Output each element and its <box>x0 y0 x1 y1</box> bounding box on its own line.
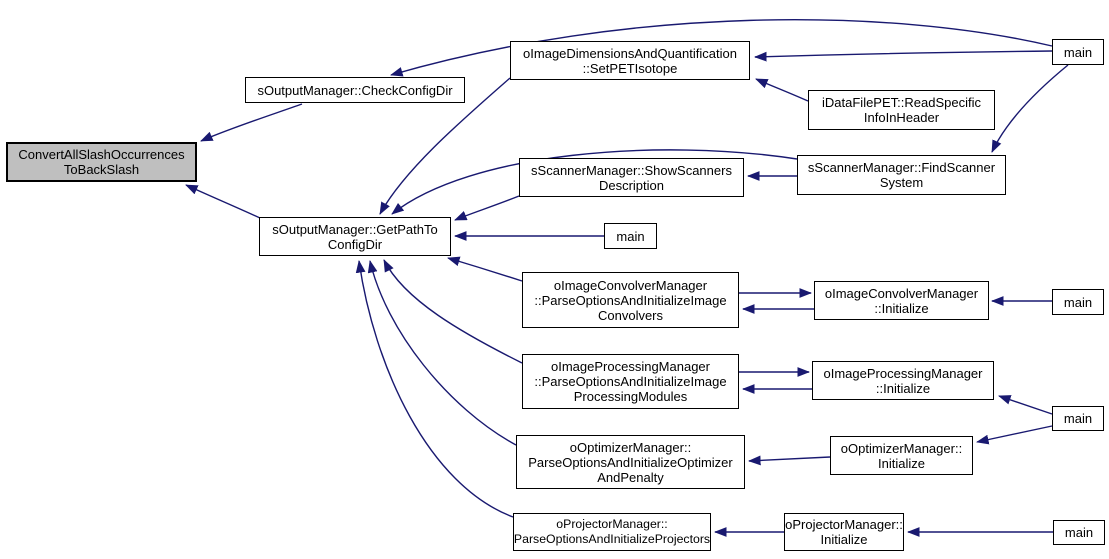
node-projector-parse-options[interactable]: oProjectorManager:: ParseOptionsAndIniti… <box>513 513 711 551</box>
node-read-specific-info-in-header[interactable]: iDataFilePET::ReadSpecific InfoInHeader <box>808 90 995 130</box>
edge-mainprocopt-to-optimizerinit <box>976 425 1053 445</box>
node-optimizer-parse-options[interactable]: oOptimizerManager:: ParseOptionsAndIniti… <box>516 435 745 489</box>
node-convert-all-slash-to-backslash: ConvertAllSlashOccurrences ToBackSlash <box>6 142 197 182</box>
node-convolver-parse-options[interactable]: oImageConvolverManager ::ParseOptionsAnd… <box>522 272 739 328</box>
node-set-pet-isotope[interactable]: oImageDimensionsAndQuantification ::SetP… <box>510 41 750 80</box>
edge-processingparse-to-getpathtoconfigdir <box>383 259 523 364</box>
node-main-middle[interactable]: main <box>604 223 657 249</box>
node-check-config-dir[interactable]: sOutputManager::CheckConfigDir <box>245 77 465 103</box>
node-optimizer-initialize[interactable]: oOptimizerManager:: Initialize <box>830 436 973 475</box>
edge-maintop-to-setpetisotope <box>754 50 1053 62</box>
edge-convolverparse-to-getpathtoconfigdir <box>447 256 523 282</box>
edge-optimizerinit-to-optimizerparse <box>748 455 831 466</box>
edge-checkconfigdir-to-convertallslash <box>200 103 303 142</box>
edge-getpathtoconfigdir-to-convertallslash <box>185 184 261 219</box>
edge-setpetisotope-to-getpathtoconfigdir <box>379 77 511 215</box>
node-convolver-initialize[interactable]: oImageConvolverManager ::Initialize <box>814 281 989 320</box>
edge-optimizerparse-to-getpathtoconfigdir <box>367 260 517 446</box>
node-show-scanners-description[interactable]: sScannerManager::ShowScanners Descriptio… <box>519 158 744 197</box>
edge-maintop-to-checkconfigdir <box>390 19 1053 77</box>
edge-maintop-to-findscannersystem <box>991 64 1069 153</box>
node-find-scanner-system[interactable]: sScannerManager::FindScanner System <box>797 155 1006 195</box>
edge-readspecificinfo-to-setpetisotope <box>755 78 809 102</box>
node-main-bottom[interactable]: main <box>1053 520 1105 545</box>
node-main-processing-optimizer[interactable]: main <box>1052 406 1104 431</box>
node-main-top[interactable]: main <box>1052 39 1104 65</box>
edge-showscanners-to-getpathtoconfigdir <box>454 195 520 221</box>
node-processing-parse-options[interactable]: oImageProcessingManager ::ParseOptionsAn… <box>522 354 739 409</box>
edge-projectorparse-to-getpathtoconfigdir <box>355 260 514 518</box>
node-processing-initialize[interactable]: oImageProcessingManager ::Initialize <box>812 361 994 400</box>
node-projector-initialize[interactable]: oProjectorManager:: Initialize <box>784 513 904 551</box>
edge-mainprocopt-to-processinginit <box>998 395 1053 415</box>
edge-findscannersystem-to-getpathtoconfigdir <box>391 149 798 215</box>
node-get-path-to-config-dir[interactable]: sOutputManager::GetPathTo ConfigDir <box>259 217 451 256</box>
node-main-convolver[interactable]: main <box>1052 289 1104 315</box>
